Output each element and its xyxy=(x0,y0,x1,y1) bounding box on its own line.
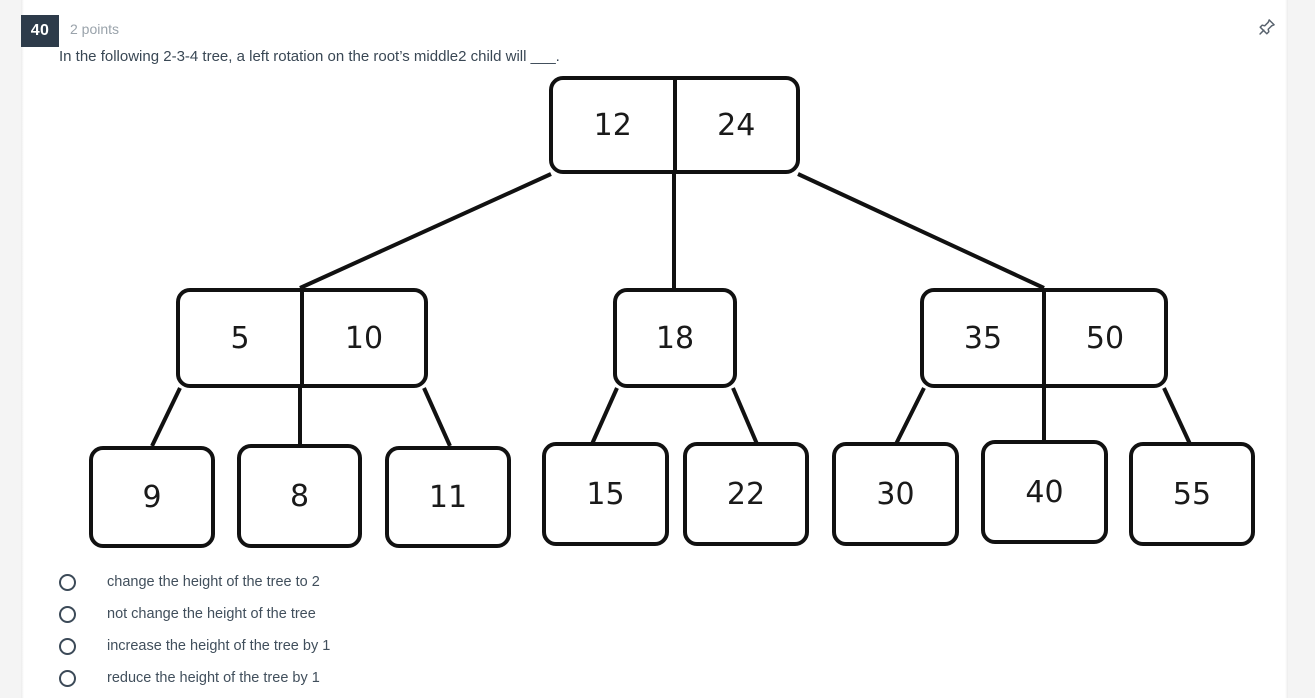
tree-node-key: 40 xyxy=(1025,474,1064,510)
tree-node-root: 12 24 xyxy=(549,76,800,174)
answer-option-label: not change the height of the tree xyxy=(107,606,316,622)
tree-node-middle: 18 xyxy=(613,288,737,388)
tree-node-leaf30: 30 xyxy=(832,442,959,546)
tree-edge-root-to-left xyxy=(299,172,552,290)
tree-node-leaf55: 55 xyxy=(1129,442,1255,546)
answer-option-4[interactable]: reduce the height of the tree by 1 xyxy=(59,666,320,690)
answer-option-label: change the height of the tree to 2 xyxy=(107,574,320,590)
tree-edge-right-to-leaf30 xyxy=(894,387,926,445)
answer-option-label: reduce the height of the tree by 1 xyxy=(107,670,320,686)
tree-edge-middle-to-leaf22 xyxy=(731,387,759,445)
tree-node-key: 22 xyxy=(726,476,766,512)
question-text: In the following 2-3-4 tree, a left rota… xyxy=(59,48,560,65)
question-number-badge: 40 xyxy=(21,15,59,47)
points-label: 2 points xyxy=(70,21,120,37)
tree-node-leaf9: 9 xyxy=(89,446,215,548)
radio-button-4[interactable] xyxy=(59,669,76,687)
right-gutter-shadow xyxy=(1285,0,1288,698)
tree-node-key: 11 xyxy=(428,479,468,515)
tree-node-leaf8: 8 xyxy=(237,444,362,548)
tree-node-leaf40: 40 xyxy=(981,440,1108,544)
tree-node-key: 35 xyxy=(963,320,1003,356)
tree-node-right: 35 50 xyxy=(920,288,1168,388)
tree-node-left: 5 10 xyxy=(176,288,428,388)
tree-edge-left-to-leaf9 xyxy=(150,387,182,447)
tree-node-key: 12 xyxy=(593,107,632,143)
tree-node-key: 8 xyxy=(289,478,310,514)
tree-edge-left-to-leaf11 xyxy=(422,387,452,447)
tree-node-leaf22: 22 xyxy=(683,442,809,546)
right-page-gutter xyxy=(1288,0,1315,698)
left-gutter-shadow xyxy=(21,0,24,698)
answer-option-label: increase the height of the tree by 1 xyxy=(107,638,331,654)
answer-option-1[interactable]: change the height of the tree to 2 xyxy=(59,570,320,594)
tree-node-leaf15: 15 xyxy=(542,442,669,546)
tree-node-key: 24 xyxy=(672,80,797,170)
tree-node-key: 55 xyxy=(1172,476,1212,512)
tree-node-key: 9 xyxy=(142,479,162,515)
radio-button-2[interactable] xyxy=(59,605,76,623)
radio-button-1[interactable] xyxy=(59,573,76,591)
tree-edge-root-to-right xyxy=(797,172,1045,290)
tree-node-key: 18 xyxy=(655,320,695,356)
left-page-gutter xyxy=(0,0,21,698)
answer-option-3[interactable]: increase the height of the tree by 1 xyxy=(59,634,330,658)
tree-node-key: 30 xyxy=(876,476,915,512)
tree-node-key: 50 xyxy=(1042,292,1164,384)
pushpin-icon[interactable] xyxy=(1255,17,1277,39)
tree-edge-middle-to-leaf15 xyxy=(590,387,619,445)
tree-node-key: 10 xyxy=(300,292,424,384)
tree-node-key: 5 xyxy=(230,320,250,356)
tree-edge-right-to-leaf55 xyxy=(1162,387,1192,445)
radio-button-3[interactable] xyxy=(59,637,76,655)
answer-option-2[interactable]: not change the height of the tree xyxy=(59,602,316,626)
tree-node-key: 15 xyxy=(586,476,625,512)
tree-node-leaf11: 11 xyxy=(385,446,511,548)
